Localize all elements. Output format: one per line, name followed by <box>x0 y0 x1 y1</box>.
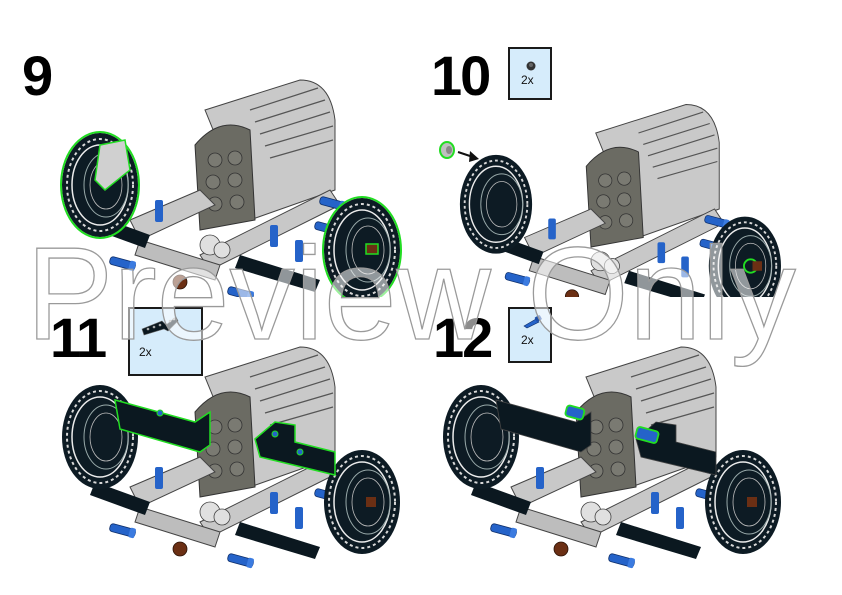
parts-quantity: 2x <box>521 333 534 347</box>
step-9: 9 <box>0 0 421 297</box>
arrow-icon <box>457 151 479 162</box>
step-number: 9 <box>22 44 53 107</box>
model-illustration <box>60 0 402 297</box>
step-10: 10 2x <box>421 0 842 297</box>
parts-callout: 2x <box>508 307 552 363</box>
parts-quantity: 2x <box>521 73 534 87</box>
step-number: 11 <box>50 306 107 369</box>
parts-quantity: 2x <box>139 345 152 359</box>
model-illustration <box>442 297 782 595</box>
step-number: 10 <box>431 44 491 107</box>
bush-icon <box>526 61 536 71</box>
parts-callout: 2x <box>128 307 203 376</box>
bush-part <box>439 141 455 159</box>
blue-axle-pin-icon <box>523 315 542 329</box>
model-illustration <box>61 297 401 595</box>
step-number: 12 <box>433 306 493 369</box>
step-12: 12 2x <box>421 297 842 595</box>
parts-callout: 2x <box>508 47 552 100</box>
step-11: 11 2x <box>0 297 421 595</box>
model-illustration <box>439 0 782 297</box>
l-beam-icon <box>141 316 179 336</box>
